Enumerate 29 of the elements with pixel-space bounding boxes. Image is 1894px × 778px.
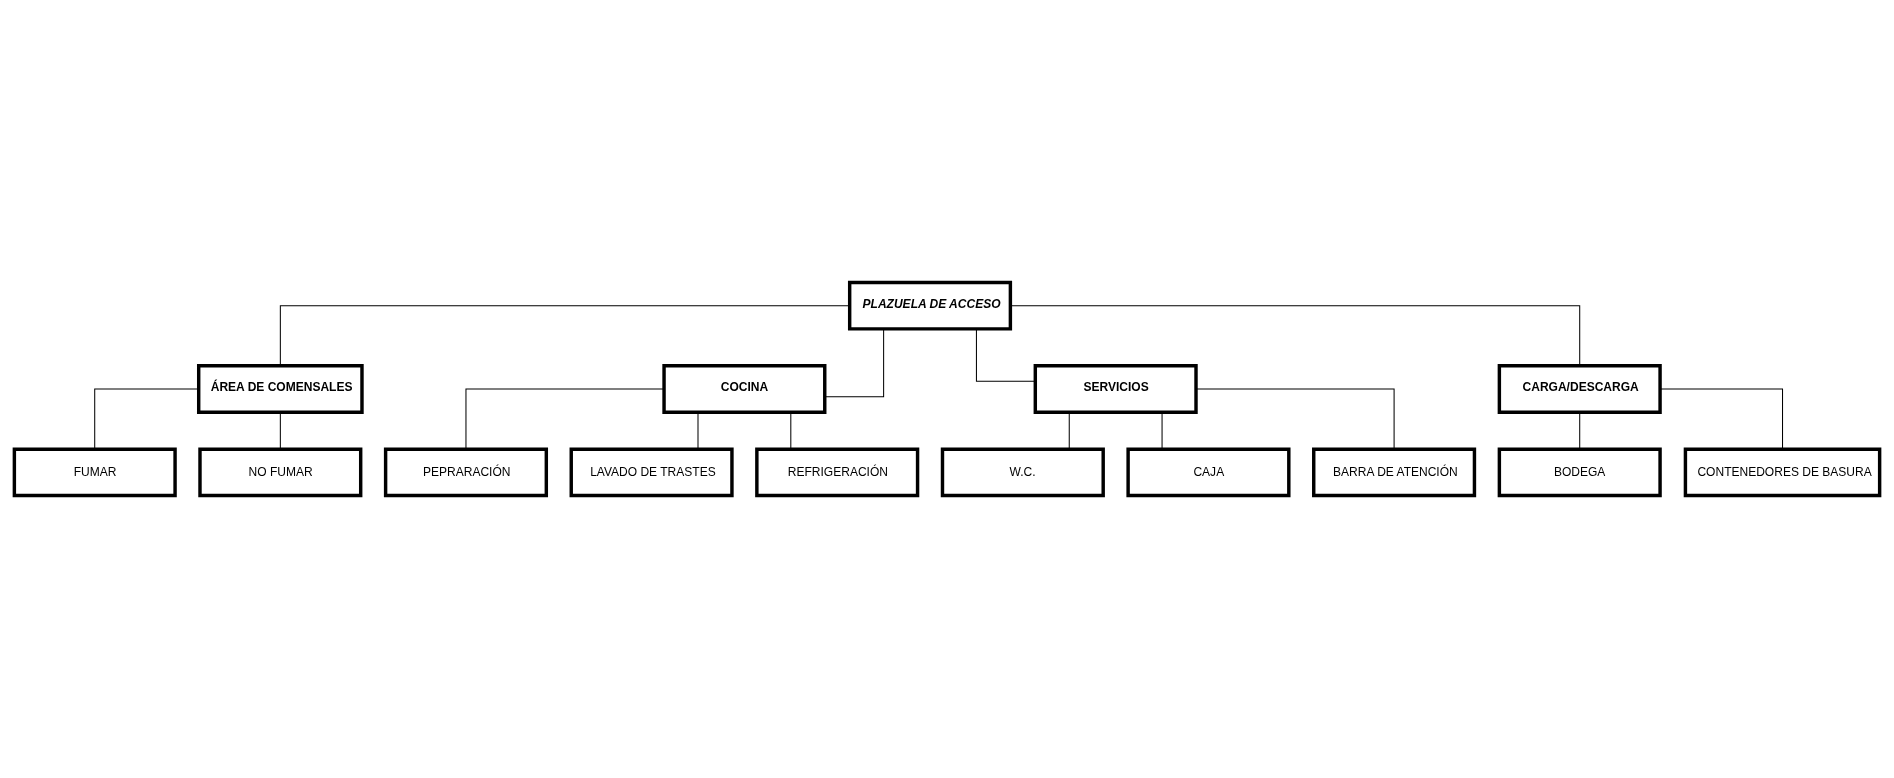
- connector: [1195, 388, 1395, 450]
- connector: [94, 388, 200, 450]
- connector: [1010, 305, 1581, 367]
- node-box: W.C.: [940, 447, 1105, 498]
- connector: [1161, 411, 1163, 450]
- node-box: FUMAR: [12, 447, 177, 498]
- node-box: BARRA DE ATENCIÓN: [1312, 447, 1477, 498]
- connector: [1659, 388, 1784, 450]
- connector: [697, 411, 699, 450]
- connector: [465, 388, 665, 450]
- connector: [975, 328, 1036, 382]
- node-box: CONTENEDORES DE BASURA: [1683, 447, 1882, 498]
- connector: [824, 328, 885, 398]
- node-box: COCINA: [662, 364, 827, 414]
- node-box: NO FUMAR: [198, 447, 363, 498]
- connector: [279, 305, 850, 367]
- node-box: BODEGA: [1497, 447, 1662, 498]
- connector: [1068, 411, 1070, 450]
- node-box: ÁREA DE COMENSALES: [197, 364, 364, 414]
- connector: [1579, 411, 1581, 450]
- node-box: PLAZUELA DE ACCESO: [847, 280, 1013, 331]
- connector: [790, 411, 792, 450]
- node-box: CAJA: [1126, 447, 1291, 498]
- node-box: PEPRARACIÓN: [383, 447, 549, 498]
- connector: [279, 411, 281, 450]
- node-box: CARGA/DESCARGA: [1497, 364, 1662, 414]
- node-box: REFRIGERACIÓN: [755, 447, 920, 498]
- node-box: SERVICIOS: [1033, 364, 1198, 414]
- node-box: LAVADO DE TRASTES: [569, 447, 734, 498]
